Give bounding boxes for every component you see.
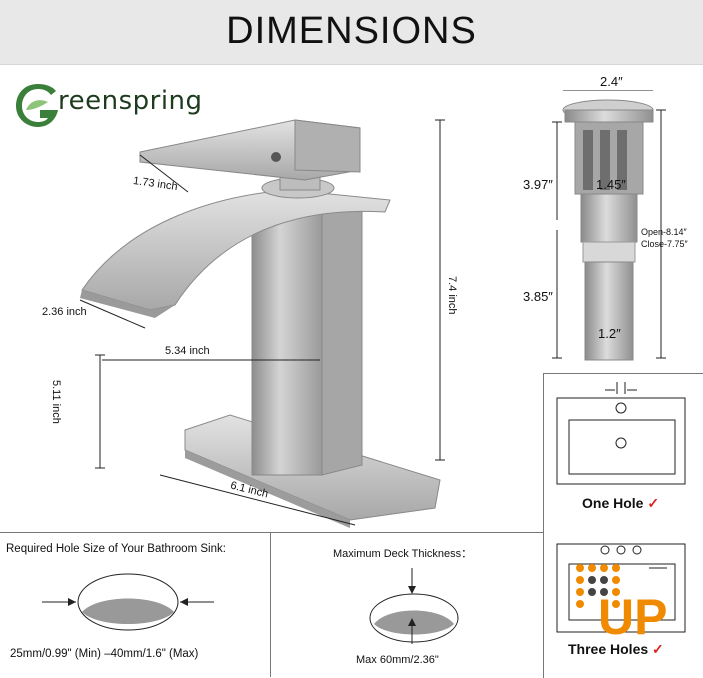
drain-cap-width-label: 2.4″ [600, 74, 623, 89]
three-holes-sink-icon [556, 543, 686, 633]
hole-size-range: 25mm/0.99" (Min) –40mm/1.6" (Max) [10, 648, 199, 660]
brand-name: reenspring [58, 86, 203, 116]
spout-height-label: 5.11 inch [50, 380, 62, 424]
drain-tail-width-label: 1.2″ [598, 326, 621, 341]
faucet-illustration [79, 119, 445, 528]
page-title: DIMENSIONS [226, 10, 477, 52]
one-hole-sink-icon [556, 382, 686, 485]
reach-label: 5.34 inch [165, 345, 210, 357]
one-hole-text: One Hole [582, 495, 644, 511]
one-hole-label: One Hole ✓ [582, 495, 659, 512]
total-height-label: 7.4 inch [446, 276, 458, 315]
drain-upper-height-label: 3.97″ [523, 177, 553, 192]
up-badge-icon: UP [576, 564, 667, 640]
three-holes-text: Three Holes [568, 641, 649, 657]
header-bar [0, 0, 703, 65]
drain-lower-height-label: 3.85″ [523, 289, 553, 304]
drain-open-label: Open-8.14″ [641, 227, 687, 237]
deck-max: Max 60mm/2.36" [356, 654, 439, 666]
bottom-divider [270, 533, 271, 677]
three-holes-label: Three Holes ✓ [568, 641, 664, 658]
check-icon: ✓ [647, 495, 660, 511]
spout-depth-label: 2.36 inch [42, 306, 87, 318]
deck-heading: Maximum Deck Thickness： [333, 548, 473, 560]
drain-close-label: Close-7.75″ [641, 239, 688, 249]
check-icon: ✓ [652, 641, 664, 657]
bottom-info-panel [0, 532, 543, 678]
drain-illustration [552, 90, 666, 361]
drain-inner-width-label: 1.45″ [596, 177, 626, 192]
badge-text: UP [598, 589, 667, 640]
brand-logo-icon [16, 84, 58, 127]
deck-thickness-diagram [369, 568, 459, 644]
hole-size-heading: Required Hole Size of Your Bathroom Sink… [6, 543, 226, 555]
hole-size-diagram [42, 573, 214, 631]
